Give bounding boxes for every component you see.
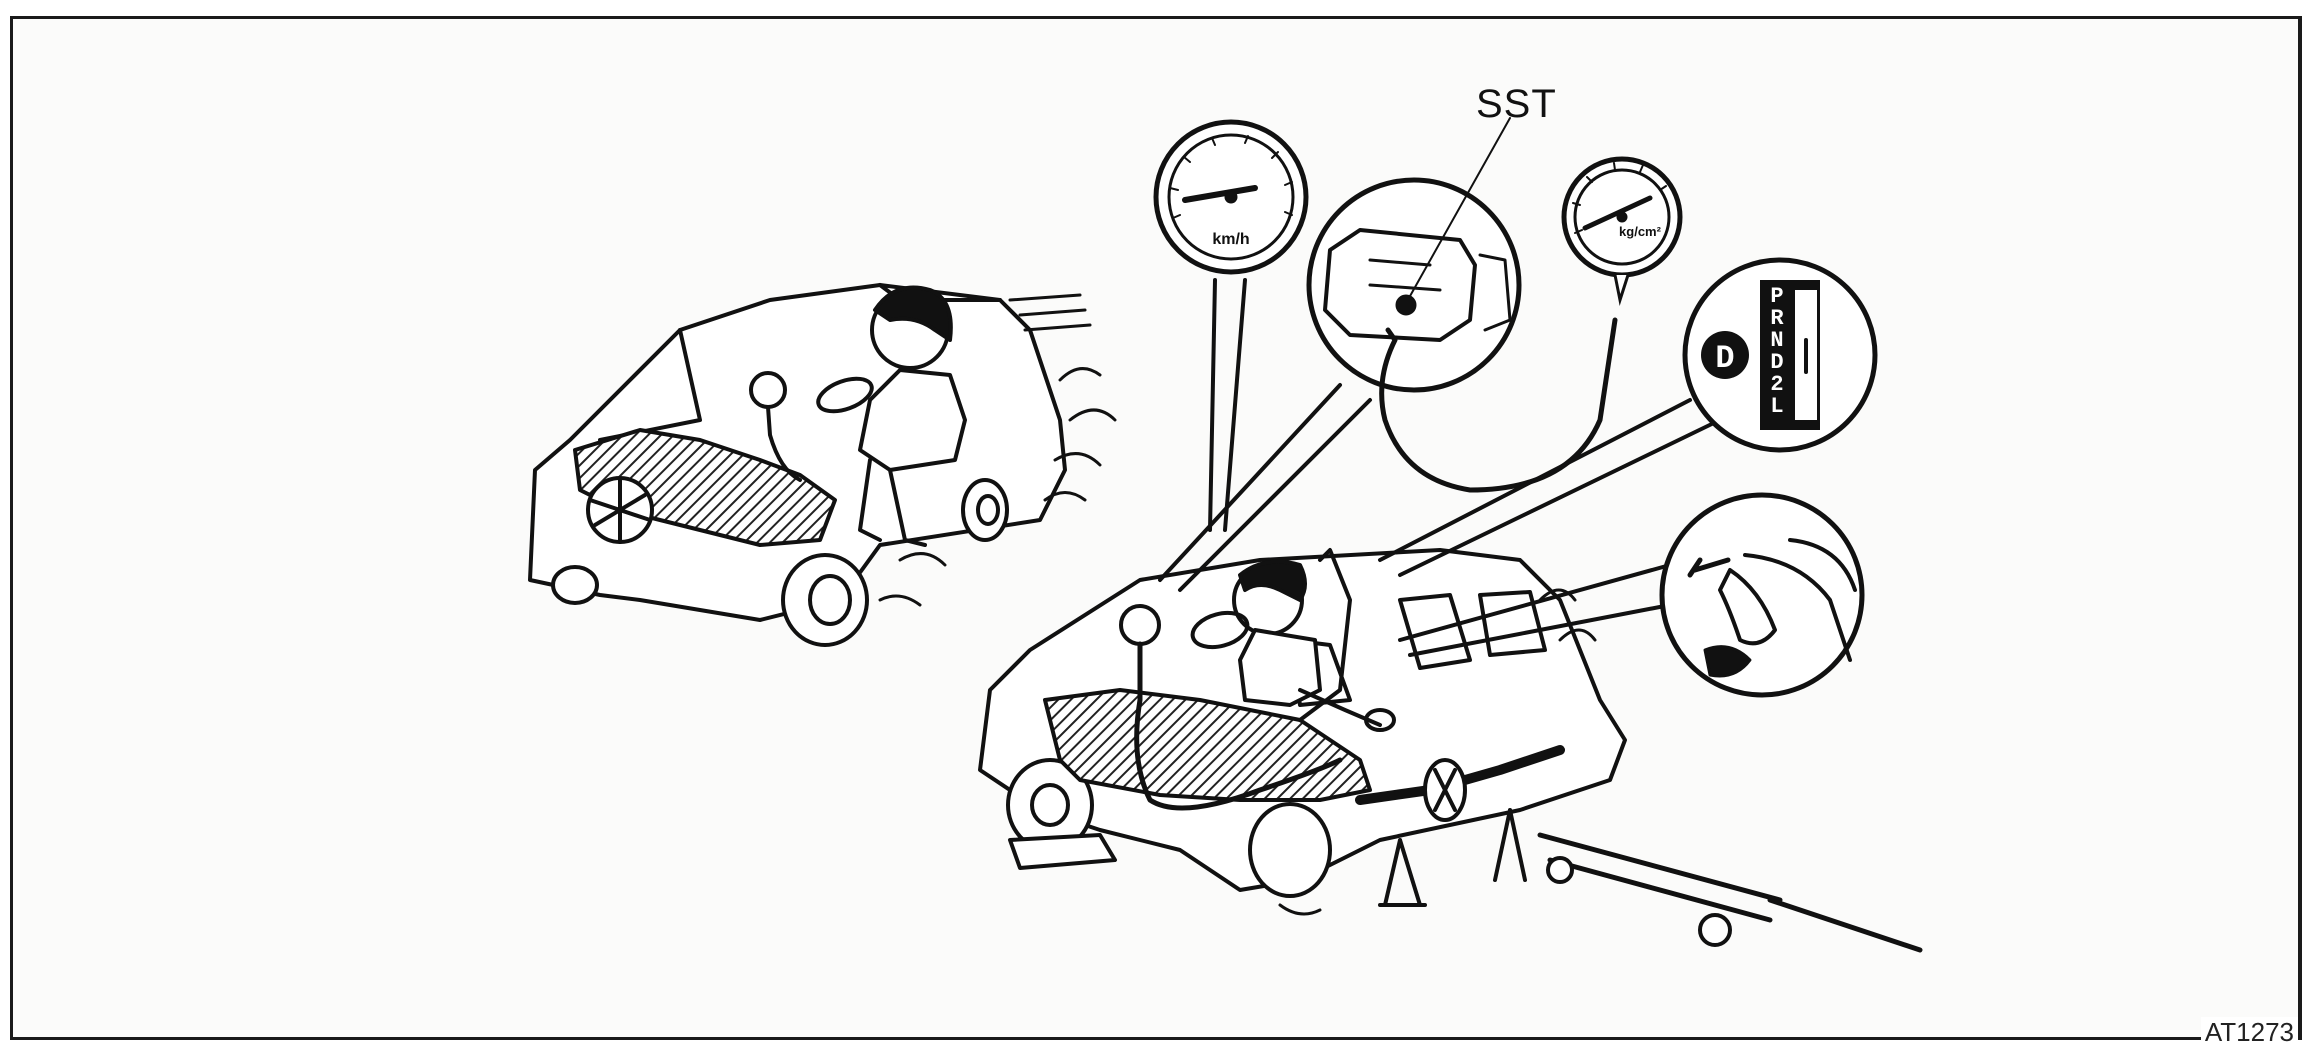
driving-car	[530, 285, 1115, 645]
figure-id: AT1273	[2201, 1017, 2298, 1048]
shift-position-6: L	[1770, 394, 1783, 419]
pressure-gauge: kg/cm²	[1564, 159, 1680, 300]
drive-range-indicator: D	[1715, 340, 1734, 377]
pressure-gauge-unit: kg/cm²	[1619, 224, 1662, 239]
speedometer-gauge: km/h	[1156, 122, 1306, 530]
sst-label: SST	[1476, 82, 1557, 127]
speedometer-unit: km/h	[1212, 231, 1249, 248]
